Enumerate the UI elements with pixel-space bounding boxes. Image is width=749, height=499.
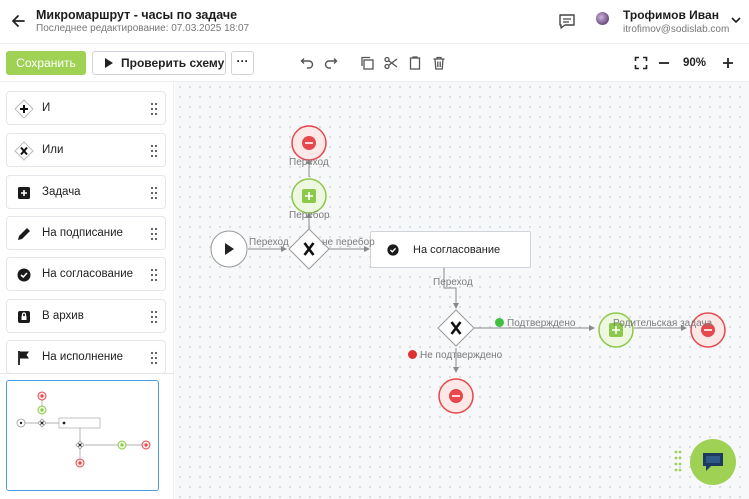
zoom-out-icon[interactable] [657,56,671,70]
edge-label: Родительская задача [613,318,713,329]
edge-label: Перебор [289,210,330,221]
more-button[interactable]: ··· [231,51,254,75]
avatar[interactable] [596,12,609,25]
end-event-right[interactable] [690,312,726,348]
palette-item-archive[interactable]: В архив [6,299,166,333]
chevron-down-icon[interactable] [731,16,741,24]
edge-label-text: Не подтверждено [420,350,503,361]
palette-item-label: Задача [42,186,81,198]
edge-label: Переход [249,237,289,248]
last-edited-text: Последнее редактирование: 07.03.2025 18:… [36,23,250,34]
start-event[interactable] [210,230,248,268]
palette-item-execution[interactable]: На исполнение [6,340,166,374]
edge-label-text: Подтверждено [507,318,576,329]
zoom-in-icon[interactable] [721,56,735,70]
diagram-canvas[interactable]: На согласование Переход Перебор Переход … [175,82,749,499]
drag-handle-icon[interactable] [150,351,158,365]
edge-task-to-gateway2[interactable] [443,268,459,309]
palette-item-label: На подписание [42,227,123,239]
app-header: Микромаршрут - часы по задаче Последнее … [0,0,749,44]
edge-label: не перебор [322,237,375,248]
undo-icon[interactable] [300,56,314,70]
palette-item-approval[interactable]: На согласование [6,257,166,291]
paste-icon[interactable] [408,56,422,70]
palette-item-label: В архив [42,310,84,322]
minimap[interactable] [6,380,159,491]
minimap-preview [16,391,151,468]
copy-icon[interactable] [360,56,374,70]
palette-item-label: На исполнение [42,351,124,363]
edges [248,158,687,373]
archive-lock-icon [18,311,30,323]
edge-label: Переход [433,277,473,288]
back-arrow-icon[interactable] [10,12,26,30]
x-diamond-icon [14,141,34,161]
plus-diamond-icon [14,99,34,119]
drag-handle-icon[interactable] [150,268,158,282]
iterator-node[interactable] [291,178,327,214]
page-title: Микромаршрут - часы по задаче [36,8,238,22]
palette-item-label: На согласование [42,268,134,280]
editor-toolbar: Сохранить Проверить схему ··· 90% [0,44,749,82]
palette-item-label: И [42,102,51,114]
edge-label-confirmed: Подтверждено [495,318,575,329]
task-label: На согласование [413,244,501,256]
exclusive-gateway-1[interactable] [288,228,330,270]
flag-icon [18,351,29,365]
status-dot-green [495,318,504,327]
palette-item-and[interactable]: И [6,91,166,125]
end-event-bottom[interactable] [438,378,474,414]
chat-bubble-icon [703,453,723,471]
drag-handle-icon[interactable] [674,450,682,474]
palette-divider [0,373,174,374]
trash-icon[interactable] [432,56,446,70]
zoom-level: 90% [683,57,707,69]
edge-label-not-confirmed: Не подтверждено [408,350,502,361]
drag-handle-icon[interactable] [150,186,158,200]
scissors-icon[interactable] [384,56,398,70]
check-circle-icon [17,268,31,282]
check-scheme-button[interactable]: Проверить схему [92,51,226,75]
palette-item-task[interactable]: Задача [6,175,166,209]
drag-handle-icon[interactable] [150,144,158,158]
check-scheme-label: Проверить схему [121,56,225,70]
pen-icon [18,228,30,240]
comments-icon[interactable] [558,12,576,30]
palette-item-signing[interactable]: На подписание [6,216,166,250]
flow-diagram [210,125,726,414]
element-palette: И Или Задача На подписание На согласован… [0,82,174,499]
exclusive-gateway-2[interactable] [437,309,475,347]
edge-label: Переход [289,157,329,168]
palette-item-or[interactable]: Или [6,133,166,167]
user-email: itrofimov@sodislab.com [623,24,730,35]
save-button[interactable]: Сохранить [6,51,86,75]
redo-icon[interactable] [324,56,338,70]
approval-task-node[interactable]: На согласование [370,231,531,268]
task-plus-icon [18,187,30,199]
drag-handle-icon[interactable] [150,227,158,241]
parent-task-node[interactable] [598,312,634,348]
check-circle-icon [387,244,399,256]
palette-item-label: Или [42,144,64,156]
fit-screen-icon[interactable] [634,56,648,70]
drag-handle-icon[interactable] [150,310,158,324]
support-chat-button[interactable] [690,439,736,485]
drag-handle-icon[interactable] [150,102,158,116]
end-event-top[interactable] [291,125,327,161]
play-icon [105,58,113,68]
user-name[interactable]: Трофимов Иван [623,8,719,22]
status-dot-red [408,350,417,359]
